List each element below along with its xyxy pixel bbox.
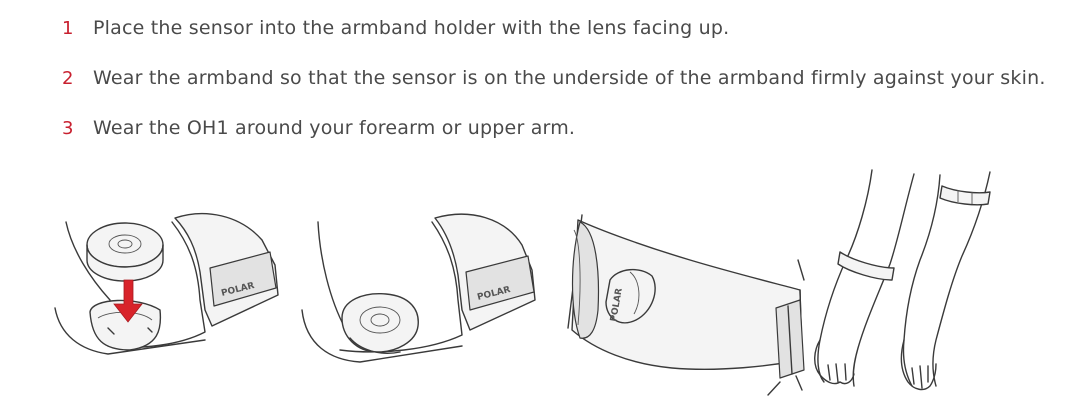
step-2-number: 2	[62, 68, 93, 89]
illustration-insert-sensor: POLAR	[55, 214, 278, 354]
forearm-band	[838, 252, 894, 280]
instruction-steps: 1 Place the sensor into the armband hold…	[62, 17, 1046, 167]
step-3-number: 3	[62, 118, 93, 139]
step-1-text: Place the sensor into the armband holder…	[93, 17, 729, 39]
illustration-strip: POLAR POLAR	[0, 160, 1092, 414]
step-3-text: Wear the OH1 around your forearm or uppe…	[93, 117, 575, 139]
illustration-armband-loop: POLAR	[568, 215, 804, 395]
step-1-number: 1	[62, 18, 93, 39]
upper-arm-band	[940, 186, 990, 205]
step-2: 2 Wear the armband so that the sensor is…	[62, 67, 1046, 117]
illustration-svg: POLAR POLAR	[0, 160, 1092, 414]
step-1: 1 Place the sensor into the armband hold…	[62, 17, 1046, 67]
illustration-arms-wearing	[815, 170, 990, 389]
step-2-text: Wear the armband so that the sensor is o…	[93, 67, 1046, 89]
sensor-puck-2	[342, 294, 418, 352]
illustration-sensor-in-holder: POLAR	[302, 214, 535, 362]
